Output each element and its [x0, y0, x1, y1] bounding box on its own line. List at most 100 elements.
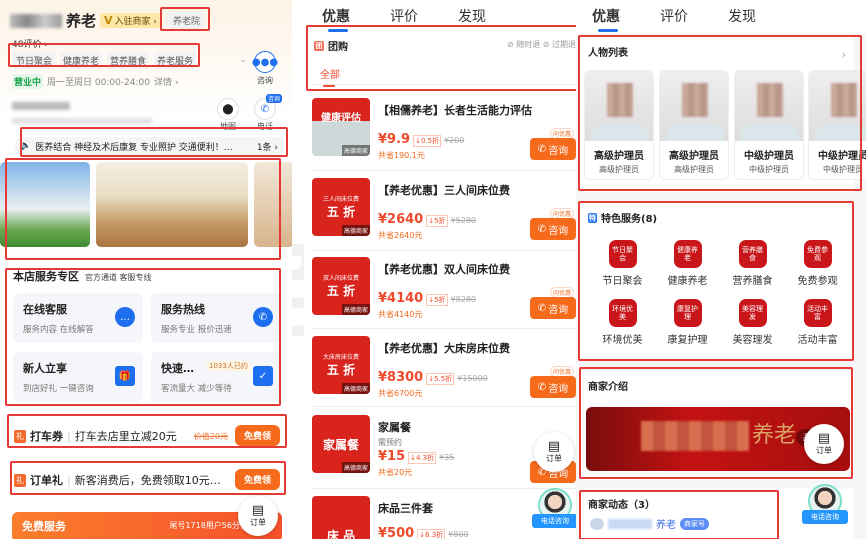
- order-list-icon: ▤: [547, 439, 561, 454]
- deal-item[interactable]: 床 品 床品三件套 ¥500↓6.3折¥800: [312, 496, 576, 539]
- deal-savings: 共省20元: [378, 468, 413, 477]
- notice-bar[interactable]: 🔈 医养结合 神经及术后康复 专业照护 交通便利！… 1条 ›: [14, 137, 284, 155]
- consult-button[interactable]: ●●●: [252, 51, 278, 73]
- shop-account-row[interactable]: 养老 商家号: [590, 516, 709, 531]
- deal-savings: 共省6700元: [378, 389, 423, 398]
- deal-note: 需预约: [378, 438, 402, 447]
- phone-consult-float[interactable]: 电话咨询: [532, 488, 576, 538]
- staff-list-title: 人物列表: [588, 48, 628, 59]
- newcomer-card[interactable]: 新人立享 到店好礼 一键咨询 🎁: [13, 352, 143, 402]
- phone-icon: ✆: [537, 381, 547, 393]
- deal-image: 床 品: [312, 496, 370, 539]
- tab-deals[interactable]: 优惠: [592, 6, 620, 32]
- feature-item[interactable]: 美容理发美容理发: [720, 299, 785, 346]
- hotline-card[interactable]: 服务热线 服务专业 报价迅速 ✆: [151, 293, 281, 343]
- featured-services-card: 特 特色服务(8) 节日聚会节日聚会 健康养老健康养老 营养膳食营养膳食 免费参…: [580, 202, 854, 360]
- feature-icon: 健康养老: [673, 240, 702, 268]
- feature-item[interactable]: 健康养老健康养老: [655, 240, 720, 287]
- deal-image: 健康评估高德商家: [312, 98, 370, 156]
- order-float-button[interactable]: ▤ 订单: [804, 424, 844, 464]
- expand-chevron-icon[interactable]: ⌄: [240, 55, 247, 64]
- staff-card[interactable]: 中级护理员中级护理员: [734, 70, 804, 180]
- claim-order-gift-button[interactable]: 免费领: [234, 469, 280, 490]
- business-hours: 营业中 周一至周日 00:00-24:00 详情 ›: [12, 74, 178, 89]
- deal-price: ¥4140↓5折¥8280: [378, 291, 477, 306]
- deal-title: 【养老优惠】三人间床位费: [378, 184, 510, 197]
- deal-price: ¥9.9↓0.5折¥200: [378, 132, 465, 147]
- deal-savings: 共省2640元: [378, 231, 423, 240]
- dining-photo[interactable]: [254, 162, 292, 247]
- free-service-bar[interactable]: 免费服务 尾号1718用户56分钟前已…: [12, 512, 282, 539]
- staff-photo: [735, 71, 803, 141]
- online-service-card[interactable]: 在线客服 服务内容 在线解答 …: [13, 293, 143, 343]
- deal-item[interactable]: 双人间床位费五 折高德商家 【养老优惠】双人间床位费 ¥4140↓5折¥8280…: [312, 257, 576, 327]
- calendar-check-icon: ✓: [253, 366, 273, 386]
- feature-icon: 免费参观: [803, 240, 832, 268]
- phone-consult-float[interactable]: 电话咨询: [802, 484, 848, 534]
- phone-icon: ✆: [537, 466, 547, 478]
- service-zone-title: 本店服务专区 官方通道 客服专线: [13, 270, 152, 283]
- map-label: 地图: [220, 122, 236, 131]
- gift-tag-icon: 礼: [14, 473, 26, 487]
- shop-name-blurred: [608, 518, 652, 529]
- consult-button[interactable]: ✆咨询: [530, 138, 576, 160]
- staff-card[interactable]: 中级护理员中级护理员: [808, 70, 866, 180]
- tab-deals[interactable]: 优惠: [322, 6, 350, 32]
- group-buy-header: 团 团购: [314, 40, 348, 53]
- details-link[interactable]: 详情 ›: [154, 78, 179, 88]
- feature-item[interactable]: 节日聚会节日聚会: [590, 240, 655, 287]
- gift-icon: 🎁: [115, 366, 135, 386]
- featured-services-title: 特 特色服务(8): [588, 212, 658, 225]
- fast-booking-card[interactable]: 快速… 1033人已约 客流量大 减少等待 ✓: [151, 352, 281, 402]
- original-value: 价值20元: [193, 432, 228, 441]
- consult-button[interactable]: ✆咨询: [530, 376, 576, 398]
- deal-item[interactable]: 三人间床位费五 折高德商家 【养老优惠】三人间床位费 ¥2640↓5折¥5280…: [312, 178, 576, 248]
- merchant-account-tag: 商家号: [680, 517, 709, 530]
- staff-card[interactable]: 高级护理员高级护理员: [584, 70, 654, 180]
- deal-item[interactable]: 大床房床位费五 折高德商家 【养老优惠】大床房床位费 ¥8300↓5.5折¥15…: [312, 336, 576, 406]
- rating-link[interactable]: 48评价 ›: [12, 40, 48, 50]
- deal-title: 床品三件套: [378, 502, 433, 515]
- tag: 营养膳食: [107, 52, 150, 69]
- tab-reviews[interactable]: 评价: [390, 9, 418, 25]
- gift-tag-icon: 礼: [14, 429, 26, 443]
- brand-name-blurred: [641, 421, 749, 451]
- feature-item[interactable]: 环境优美环境优美: [590, 299, 655, 346]
- tag: 节日聚会: [13, 52, 56, 69]
- tab-discover[interactable]: 发现: [458, 9, 486, 25]
- taxi-coupon: 礼 打车券| 打车去店里立减20元 价值20元 免费领: [10, 422, 286, 450]
- order-gift-coupon: 礼 订单礼| 新客消费后，免费领取10元… 免费领: [10, 466, 286, 494]
- deal-item[interactable]: 健康评估高德商家 【相儒养老】长者生活能力评估 ¥9.9↓0.5折¥200 共省…: [312, 98, 576, 168]
- deal-item[interactable]: 家属餐高德商家 家属餐 需预约 ¥15↓4.3折¥35 共省20元 ✆咨询: [312, 415, 576, 485]
- consult-button[interactable]: ✆咨询: [530, 218, 576, 240]
- feature-item[interactable]: 免费参观免费参观: [785, 240, 850, 287]
- feature-item[interactable]: 活动丰富活动丰富: [785, 299, 850, 346]
- claim-taxi-coupon-button[interactable]: 免费领: [234, 425, 280, 446]
- photo-gallery[interactable]: [0, 162, 292, 247]
- staff-card[interactable]: 高级护理员高级护理员: [659, 70, 729, 180]
- tag: 健康养老: [60, 52, 103, 69]
- lounge-photo[interactable]: [96, 162, 248, 247]
- feature-item[interactable]: 康复护理康复护理: [655, 299, 720, 346]
- tab-reviews[interactable]: 评价: [660, 9, 688, 25]
- merchant-info-panel: 优惠 评价 发现 人物列表 › 高级护理员高级护理员 高级护理员高级护理员 中级…: [576, 0, 866, 539]
- consult-button[interactable]: ✆咨询: [530, 297, 576, 319]
- chevron-right-icon[interactable]: ›: [841, 48, 846, 61]
- map-button[interactable]: ⬤: [217, 98, 239, 120]
- shop-avatar: [590, 517, 604, 530]
- filter-all-tab[interactable]: 全部: [320, 66, 340, 87]
- feature-item[interactable]: 营养膳食营养膳食: [720, 240, 785, 287]
- order-float-button[interactable]: ▤ 订单: [534, 432, 574, 472]
- phone-label: 电话: [257, 122, 273, 131]
- phone-button[interactable]: ✆: [254, 98, 276, 120]
- tab-discover[interactable]: 发现: [728, 9, 756, 25]
- v-icon: V: [104, 14, 113, 27]
- deals-panel: 优惠 评价 发现 团 团购 ⊘ 随时退 ⊘ 过期退 全部 健康评估高德商家 【相…: [304, 0, 576, 539]
- building-photo[interactable]: [0, 162, 90, 247]
- feature-icon: 节日聚会: [608, 240, 637, 268]
- tab-bar: 优惠 评价 发现: [592, 6, 756, 32]
- featured-services-grid: 节日聚会节日聚会 健康养老健康养老 营养膳食营养膳食 免费参观免费参观 环境优美…: [590, 240, 850, 346]
- order-float-button[interactable]: ▤ 订单: [238, 496, 278, 536]
